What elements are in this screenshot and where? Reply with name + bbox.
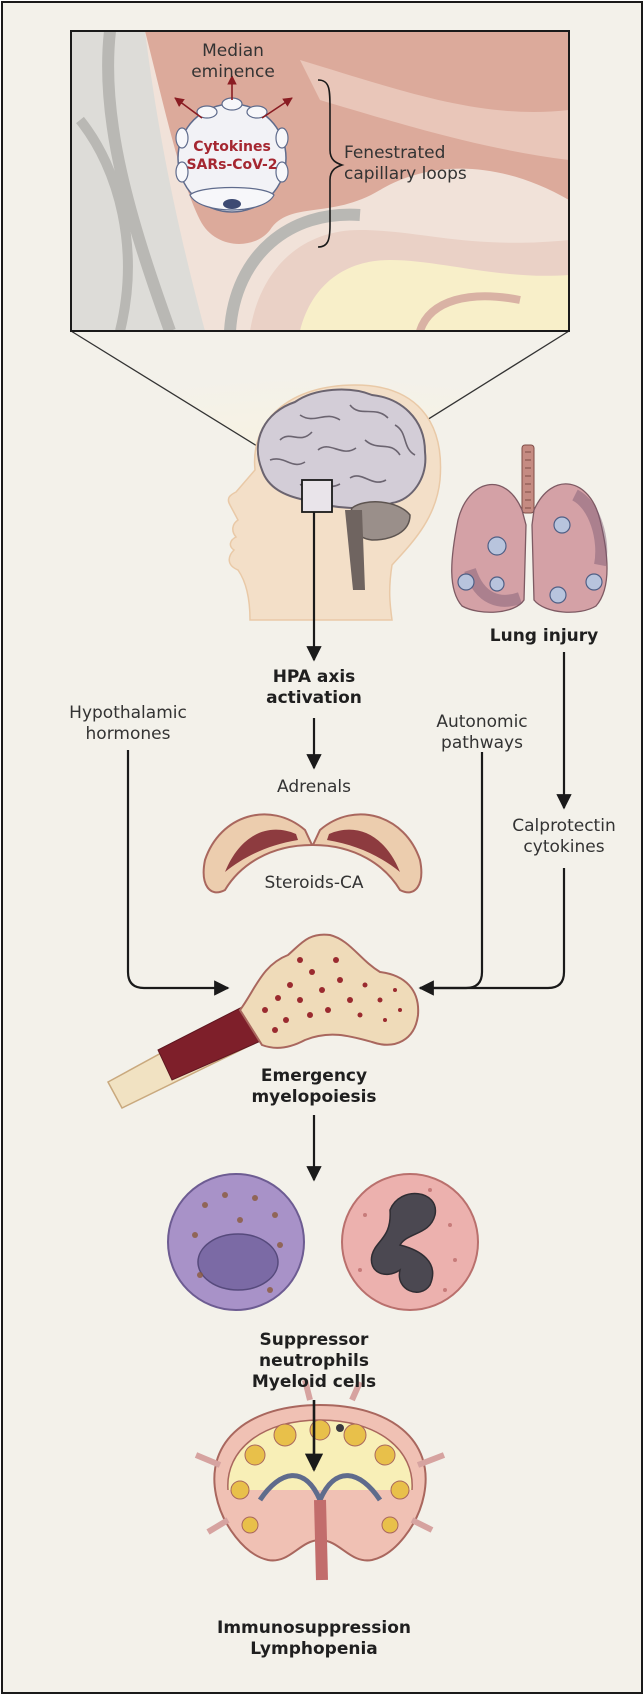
capillary-loop bbox=[174, 75, 293, 213]
adrenals-illustration bbox=[202, 813, 423, 894]
neutrophil-cell bbox=[341, 1173, 479, 1311]
lungs-illustration bbox=[451, 444, 608, 613]
bone-illustration bbox=[106, 933, 420, 1109]
capillary-brace bbox=[317, 79, 345, 248]
suppressor-cell bbox=[167, 1173, 305, 1311]
head-illustration bbox=[227, 384, 442, 621]
adrenals-label: Adrenals bbox=[277, 777, 351, 797]
flow-arrows bbox=[126, 512, 572, 1472]
lung-injury-label: Lung injury bbox=[489, 626, 599, 646]
steroids-ca-label: Steroids-CA bbox=[264, 873, 364, 893]
zoom-box bbox=[301, 479, 333, 513]
median-eminence-inset bbox=[71, 31, 569, 331]
arrow-calprotectin-to-bone bbox=[420, 868, 566, 990]
arrow-hypothalamic-to-bone bbox=[126, 750, 230, 996]
inset-border bbox=[70, 30, 570, 332]
